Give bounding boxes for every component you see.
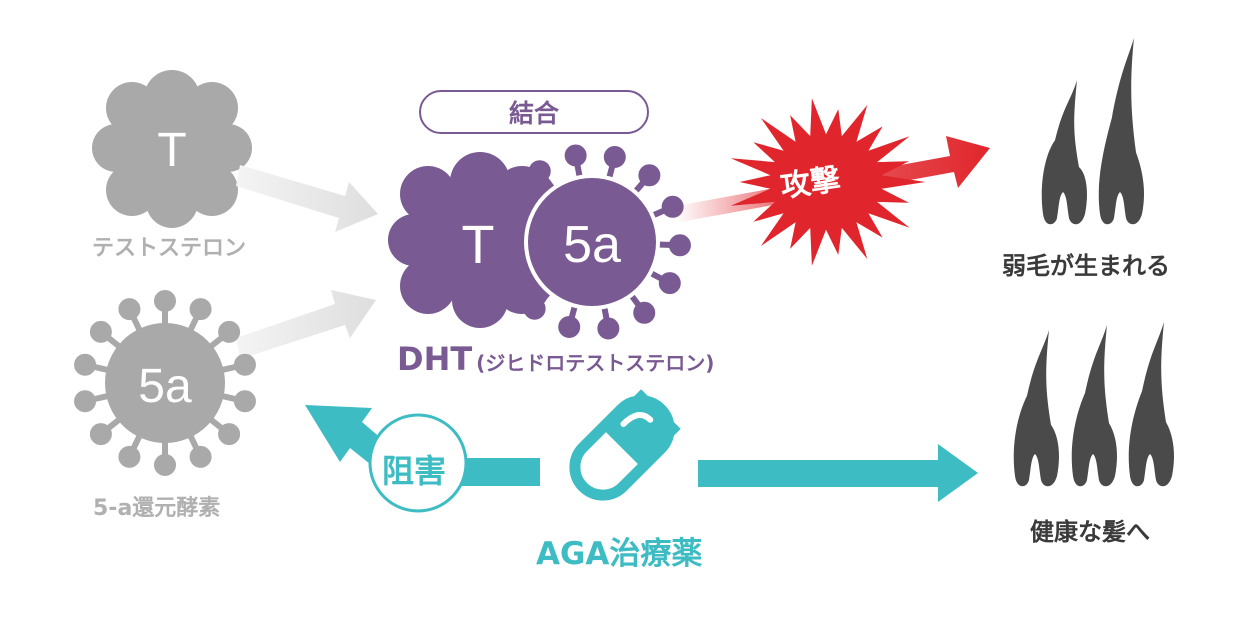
virus-spike-knob xyxy=(118,445,141,468)
healthy-arrow-icon xyxy=(698,444,978,502)
virus-spike-knob xyxy=(89,320,112,343)
hair-strand xyxy=(1013,330,1059,487)
virus-spike-knob xyxy=(189,298,212,321)
enzyme-symbol: 5a xyxy=(138,360,192,413)
testosterone-label: テストステロン xyxy=(92,236,247,261)
virus-spike-knob xyxy=(597,317,620,340)
virus-spike-knob xyxy=(493,227,516,250)
hair-strand xyxy=(1041,80,1087,225)
enzyme-virus-icon xyxy=(74,290,256,476)
virus-spike-knob xyxy=(558,316,581,339)
dht-virus-icon xyxy=(493,144,691,340)
gray-arrow-lower-icon xyxy=(236,290,376,359)
virus-spike-knob xyxy=(500,266,523,289)
virus-spike-knob xyxy=(89,423,112,446)
virus-spike-knob xyxy=(564,144,587,167)
attack-burst-icon xyxy=(730,98,926,266)
inhibit-label: 阻害 xyxy=(382,452,447,490)
virus-spike-knob xyxy=(74,353,97,376)
testosterone-symbol: T xyxy=(157,124,186,177)
dht-enzyme-symbol: 5a xyxy=(563,216,621,274)
hair-strand xyxy=(1098,38,1144,225)
attack-label: 攻撃 xyxy=(778,161,843,205)
enzyme-label: 5-a還元酵素 xyxy=(93,496,221,521)
weak-hair-icon xyxy=(1041,38,1144,225)
inhibit-arrow-icon xyxy=(305,405,540,486)
inhibit-circle xyxy=(368,413,468,513)
capsule-icon xyxy=(569,389,681,501)
hair-strand xyxy=(1071,325,1117,487)
bond-label: 結合 xyxy=(508,99,559,128)
virus-spike-knob xyxy=(603,145,626,168)
healthy-hair-icon xyxy=(1013,322,1174,487)
hair-strand xyxy=(1128,322,1174,487)
dht-title: DHT(ジヒドロテストステロン) xyxy=(397,340,714,378)
virus-spike-knob xyxy=(218,423,241,446)
gray-arrow-upper-icon xyxy=(236,165,378,232)
virus-spike-knob xyxy=(154,454,176,476)
dht-t-symbol: T xyxy=(462,215,495,275)
medicine-label: AGA治療薬 xyxy=(536,536,703,572)
virus-spike-knob xyxy=(74,390,97,413)
testosterone-cloud-icon xyxy=(92,70,252,228)
virus-spike-knob xyxy=(668,234,691,257)
virus-spike-knob xyxy=(233,353,256,376)
virus-spike-knob xyxy=(523,297,546,320)
virus-spike-knob xyxy=(154,290,176,312)
dht-abbr: DHT xyxy=(397,340,473,378)
virus-spike-knob xyxy=(528,160,551,183)
virus-spike-knob xyxy=(233,390,256,413)
virus-spike-knob xyxy=(658,272,681,295)
virus-spike-knob xyxy=(218,320,241,343)
bond-badge: 結合 xyxy=(419,90,649,134)
dht-full-name: (ジヒドロテストステロン) xyxy=(476,351,715,375)
virus-spike-knob xyxy=(633,301,656,324)
virus-spike-knob xyxy=(189,445,212,468)
weak-hair-label: 弱毛が生まれる xyxy=(1002,252,1170,280)
virus-spike-knob xyxy=(638,164,661,187)
virus-spike-knob xyxy=(118,298,141,321)
healthy-hair-label: 健康な髪へ xyxy=(1030,518,1150,546)
virus-spike-knob xyxy=(503,189,526,212)
